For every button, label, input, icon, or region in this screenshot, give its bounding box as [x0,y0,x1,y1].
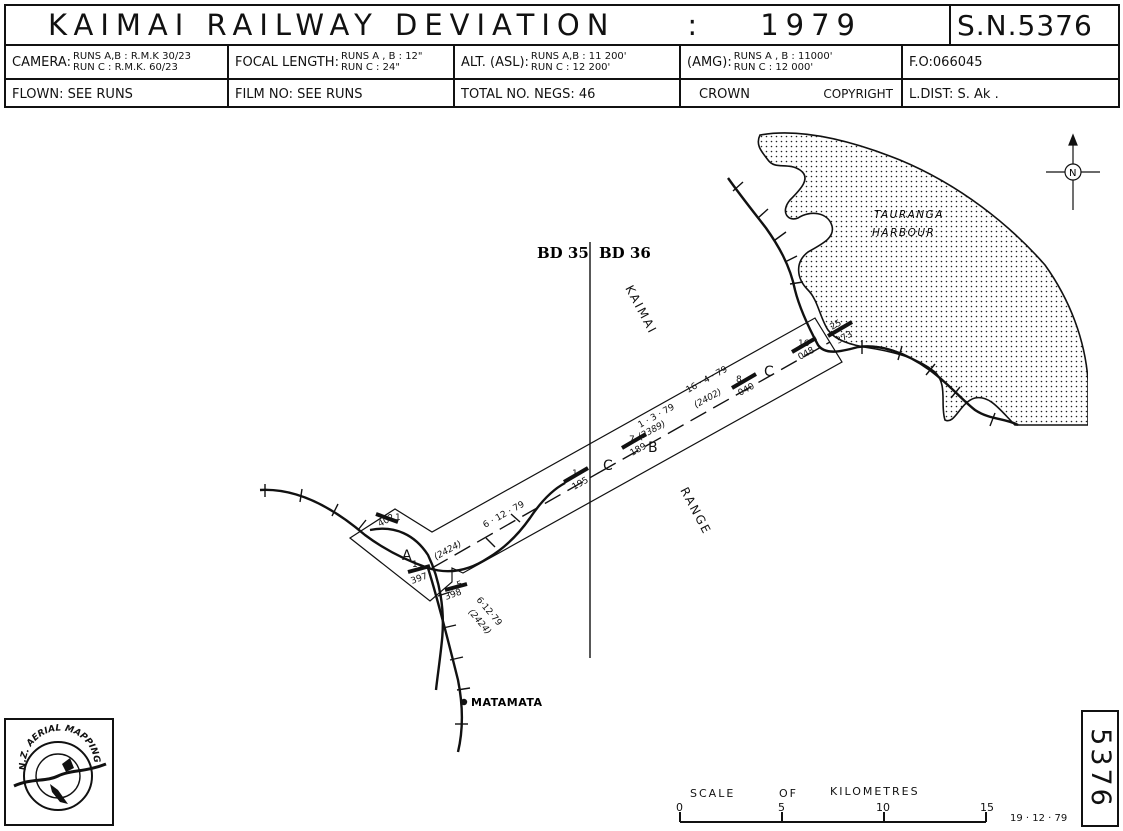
run-letter-a: A [402,548,412,564]
run-letter-c2: C [764,364,774,380]
frame-1a: 1 [395,513,401,523]
scale-bar [679,812,987,823]
negs-cell: TOTAL NO. NEGS: 46 [455,80,681,108]
crown-cell: CROWN COPYRIGHT [681,80,903,108]
film-no: FILM NO: SEE RUNS [235,86,363,102]
copyright: COPYRIGHT [823,87,893,101]
range-label-range: RANGE [677,485,714,537]
scale-tick-5: 5 [778,801,785,814]
scale-label-3: KILOMETRES [830,785,920,798]
track-ticks [264,181,996,725]
alt-runs-ab: RUNS A,B : 11 200' [530,51,627,62]
town-marker [460,698,468,706]
index-map: KAIMAI RANGE TAURANGA HARBOUR BD 35 BD 3… [259,132,1118,824]
sheet-ref: S.N.5376 [957,8,1093,42]
frame-8: 8 [736,375,742,385]
frame-5: 5 [456,579,465,590]
alt-run-c: RUN C : 12 200' [530,62,611,73]
scale-label-2: OF [779,787,798,800]
focal-cell: FOCAL LENGTH: RUNS A , B : 12"RUN C : 24… [229,46,455,78]
railway-loop [369,527,445,691]
film-cell: FILM NO: SEE RUNS [229,80,455,108]
amg-runs-ab: RUNS A , B : 11000' [733,51,833,62]
scale-tick-0: 0 [676,801,683,814]
fo-number: F.O:066045 [909,54,983,70]
focal-label: FOCAL LENGTH: [235,54,339,70]
tauranga-harbour [757,132,1089,426]
flight-run-line [431,341,831,569]
run-c-date: 16 · 4 · 79 [685,365,730,396]
camera-run-c: RUN C : R.M.K. 60/23 [72,62,178,73]
north-arrow [1046,133,1100,210]
alt-label: ALT. (ASL): [461,54,529,70]
amg-run-c: RUN C : 12 000' [733,62,814,73]
header-table: KAIMAI RAILWAY DEVIATION : 1979 S.N.5376… [4,4,1120,108]
compiled-date: 19 · 12 · 79 [1010,813,1067,824]
title-colon: : [687,8,705,42]
run-letter-b: B [648,440,658,456]
sheet-label-bd36: BD 36 [599,244,651,262]
header-info-row: FLOWN: SEE RUNS FILM NO: SEE RUNS TOTAL … [6,80,1118,108]
header-title-row: KAIMAI RAILWAY DEVIATION : 1979 S.N.5376 [6,6,1118,46]
sheet-number-box: 5376 [1081,710,1119,827]
frame-markers [375,320,854,592]
sheet-number: 5376 [1084,728,1116,809]
frame-1c: 1 [572,469,578,479]
harbour-label-2: HARBOUR [872,227,935,239]
frame-1b: 1 [412,560,418,570]
focal-runs-ab: RUNS A , B : 12" [340,51,423,62]
run-a-film: (2424) [433,539,464,562]
north-label: N [1069,168,1076,179]
amg-cell: (AMG): RUNS A , B : 11000'RUN C : 12 000… [681,46,903,78]
range-label-kaimai: KAIMAI [622,283,659,337]
title-year: 1979 [760,8,863,42]
map-title: KAIMAI RAILWAY DEVIATION [48,8,616,42]
frame-397: 397 [410,572,430,587]
sheet-ref-cell: S.N.5376 [951,6,1118,44]
focal-run-c: RUN C : 24" [340,62,400,73]
photo-coverage-outline [348,317,843,602]
railway-line [727,177,1019,427]
l-dist: L.DIST: S. Ak . [909,86,999,102]
amg-label: (AMG): [687,54,732,70]
fo-cell: F.O:066045 [903,46,1118,78]
flown-cell: FLOWN: SEE RUNS [6,80,229,108]
frame-7: 7 [629,435,635,445]
camera-runs-ab: RUNS A,B : R.M.K 30/23 [72,51,191,62]
frame-16: 16 [798,339,810,349]
frame-25: 25 [829,318,844,332]
nz-aerial-mapping-logo: N.Z. AERIAL MAPPING [4,718,114,826]
flown: FLOWN: SEE RUNS [12,86,133,102]
scale-tick-15: 15 [980,801,994,814]
run-letter-c1: C [603,458,613,474]
crown: CROWN [699,86,750,102]
town-label: MATAMATA [471,696,543,709]
scale-label-1: SCALE [690,787,735,800]
ldist-cell: L.DIST: S. Ak . [903,80,1118,108]
sheet-label-bd35: BD 35 [537,244,589,262]
title-cell: KAIMAI RAILWAY DEVIATION : 1979 [6,6,951,44]
harbour-label-1: TAURANGA [874,209,944,221]
camera-label: CAMERA: [12,54,71,70]
total-negs: TOTAL NO. NEGS: 46 [461,86,596,102]
scale-tick-10: 10 [876,801,890,814]
railway-west [259,481,566,573]
alt-cell: ALT. (ASL): RUNS A,B : 11 200'RUN C : 12… [455,46,681,78]
